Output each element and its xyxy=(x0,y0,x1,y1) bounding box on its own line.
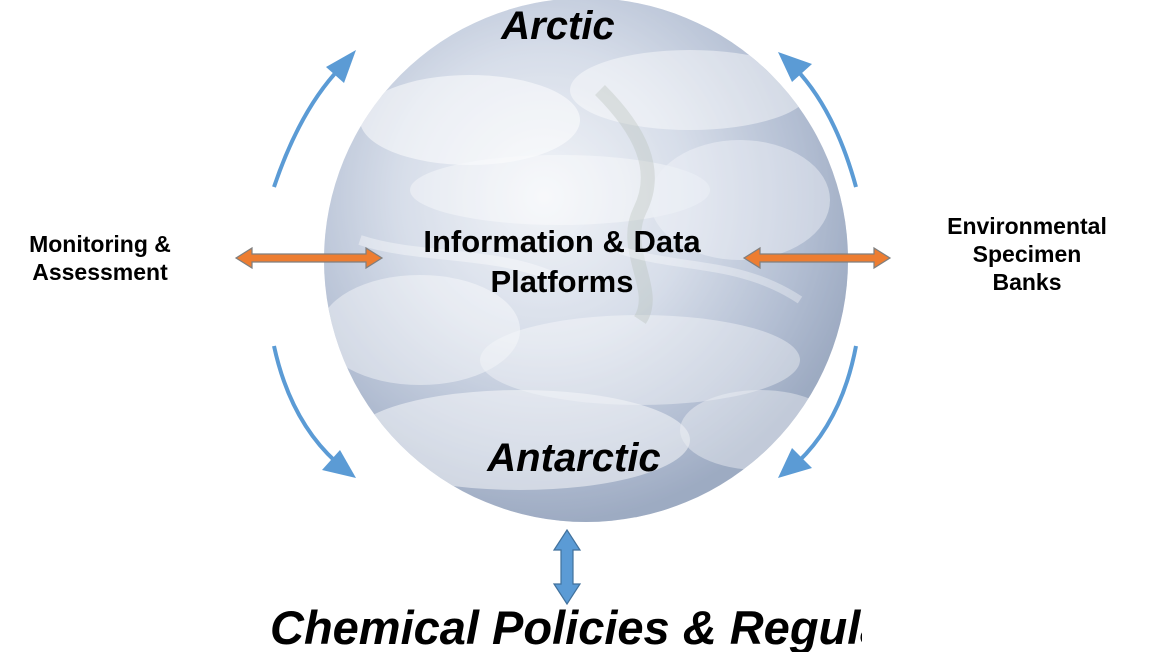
double-arrow-vertical xyxy=(552,528,582,606)
curved-arrow-bottom-left xyxy=(272,345,356,478)
earth-globe-image xyxy=(324,0,848,522)
right-label-line-2: Specimen xyxy=(972,241,1082,267)
curved-arrow-bottom-right xyxy=(778,345,858,478)
curved-arrow-top-right xyxy=(778,52,858,188)
center-label-line-1: Information & Data xyxy=(423,224,701,259)
center-label-line-2: Platforms xyxy=(490,264,634,299)
curved-arrow-top-left xyxy=(272,50,356,188)
environmental-specimen-banks-label: Environmental Specimen Banks xyxy=(918,212,1136,296)
right-label-line-1: Environmental xyxy=(947,213,1107,239)
left-label-line-2: Assessment xyxy=(32,259,168,285)
antarctic-label: Antarctic xyxy=(487,436,661,480)
left-label-line-1: Monitoring & xyxy=(29,231,171,257)
arctic-label: Arctic xyxy=(501,4,615,48)
double-arrow-right xyxy=(742,246,892,270)
right-label-line-3: Banks xyxy=(992,269,1062,295)
double-arrow-left xyxy=(234,246,384,270)
chemical-policies-banner: Chemical Policies & Regulatic xyxy=(270,601,862,652)
center-label: Information & Data Platforms xyxy=(382,222,742,302)
monitoring-assessment-label: Monitoring & Assessment xyxy=(2,230,198,286)
